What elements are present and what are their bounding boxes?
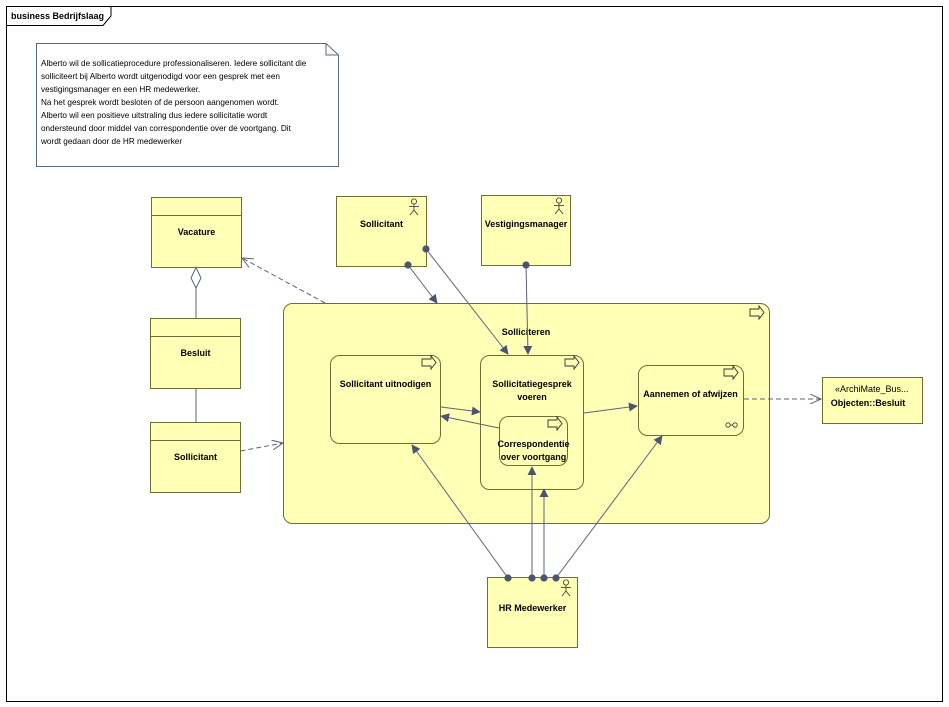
object-vacature-label: Vacature bbox=[178, 227, 216, 237]
object-vacature[interactable]: Vacature bbox=[151, 197, 242, 268]
actor-icon bbox=[409, 198, 419, 216]
process-solliciteren-label: Solliciteren bbox=[502, 327, 551, 337]
actor-sollicitant-label: Sollicitant bbox=[360, 219, 403, 229]
process-gesprek-label-1: Sollicitatiegesprek bbox=[492, 379, 573, 389]
process-aannemen-label: Aannemen of afwijzen bbox=[643, 389, 738, 399]
frame-title: business Bedrijfslaag bbox=[11, 11, 104, 21]
object-sollicitant-label: Sollicitant bbox=[174, 452, 217, 462]
link-icon bbox=[725, 422, 738, 428]
assignment-sollicitant-solliciteren bbox=[404, 261, 438, 304]
external-name: Objecten::Besluit bbox=[831, 398, 906, 408]
process-aannemen-of-afwijzen[interactable]: Aannemen of afwijzen bbox=[638, 364, 744, 436]
assignment-sollicitant-gesprek bbox=[422, 245, 509, 355]
actor-hr-medewerker[interactable]: HR Medewerker bbox=[487, 577, 578, 648]
process-arrow-icon bbox=[547, 415, 563, 432]
note-line-4: Na het gesprek wordt besloten of de pers… bbox=[41, 98, 279, 107]
assignment-hr-correspondentie-1 bbox=[527, 466, 537, 582]
flow-correspondentie-uitnodigen bbox=[440, 413, 500, 429]
external-stereotype: «ArchiMate_Bus... bbox=[835, 384, 909, 394]
object-besluit[interactable]: Besluit bbox=[150, 318, 241, 389]
object-besluit-label: Besluit bbox=[180, 348, 210, 358]
process-correspondentie[interactable]: Correspondentie over voortgang bbox=[497, 415, 570, 466]
process-correspondentie-label-2: over voortgang bbox=[501, 452, 567, 462]
assignment-hr-correspondentie-2 bbox=[539, 488, 549, 582]
flow-gesprek-aannemen bbox=[583, 402, 638, 414]
frame-tab bbox=[6, 6, 112, 26]
actor-vestigingsmanager[interactable]: Vestigingsmanager bbox=[481, 195, 571, 266]
access-sollicitant-object bbox=[240, 443, 284, 452]
object-sollicitant[interactable]: Sollicitant bbox=[150, 422, 241, 493]
note-line-1: Alberto wil de sollicatieprocedure profe… bbox=[41, 59, 307, 68]
actor-sollicitant[interactable]: Sollicitant bbox=[336, 196, 427, 267]
actor-icon bbox=[561, 579, 571, 597]
process-correspondentie-label-1: Correspondentie bbox=[497, 439, 569, 449]
process-sollicitant-uitnodigen[interactable]: Sollicitant uitnodigen bbox=[330, 354, 441, 444]
process-arrow-icon bbox=[749, 304, 765, 321]
assignment-vestigingsmanager-gesprek bbox=[522, 261, 533, 355]
actor-hr-medewerker-label: HR Medewerker bbox=[499, 603, 567, 613]
note-line-3: vestigingsmanager en een HR medewerker. bbox=[41, 85, 200, 94]
external-besluit[interactable]: «ArchiMate_Bus... Objecten::Besluit bbox=[822, 377, 923, 424]
actor-icon bbox=[554, 197, 564, 215]
note-line-2: solliciteert bij Alberto wordt uitgenodi… bbox=[41, 72, 280, 81]
process-arrow-icon bbox=[421, 354, 437, 371]
assignment-hr-uitnodigen bbox=[411, 444, 512, 582]
aggregation-vacature-besluit bbox=[190, 266, 202, 318]
note: Alberto wil de sollicatieprocedure profe… bbox=[36, 43, 339, 167]
note-line-7: wordt gedaan door de HR medewerker bbox=[40, 137, 182, 146]
process-arrow-icon bbox=[723, 364, 739, 381]
flow-uitnodigen-gesprek bbox=[440, 406, 481, 416]
process-uitnodigen-label: Sollicitant uitnodigen bbox=[340, 379, 432, 389]
process-gesprek-label-2: voeren bbox=[517, 392, 547, 402]
note-line-6: ondersteund door middel van corresponden… bbox=[41, 124, 292, 133]
actor-vestigingsmanager-label: Vestigingsmanager bbox=[485, 219, 568, 229]
note-line-5: Alberto wil een positieve uitstraling du… bbox=[41, 111, 268, 120]
process-arrow-icon bbox=[564, 354, 580, 371]
assignment-hr-aannemen bbox=[552, 435, 663, 582]
